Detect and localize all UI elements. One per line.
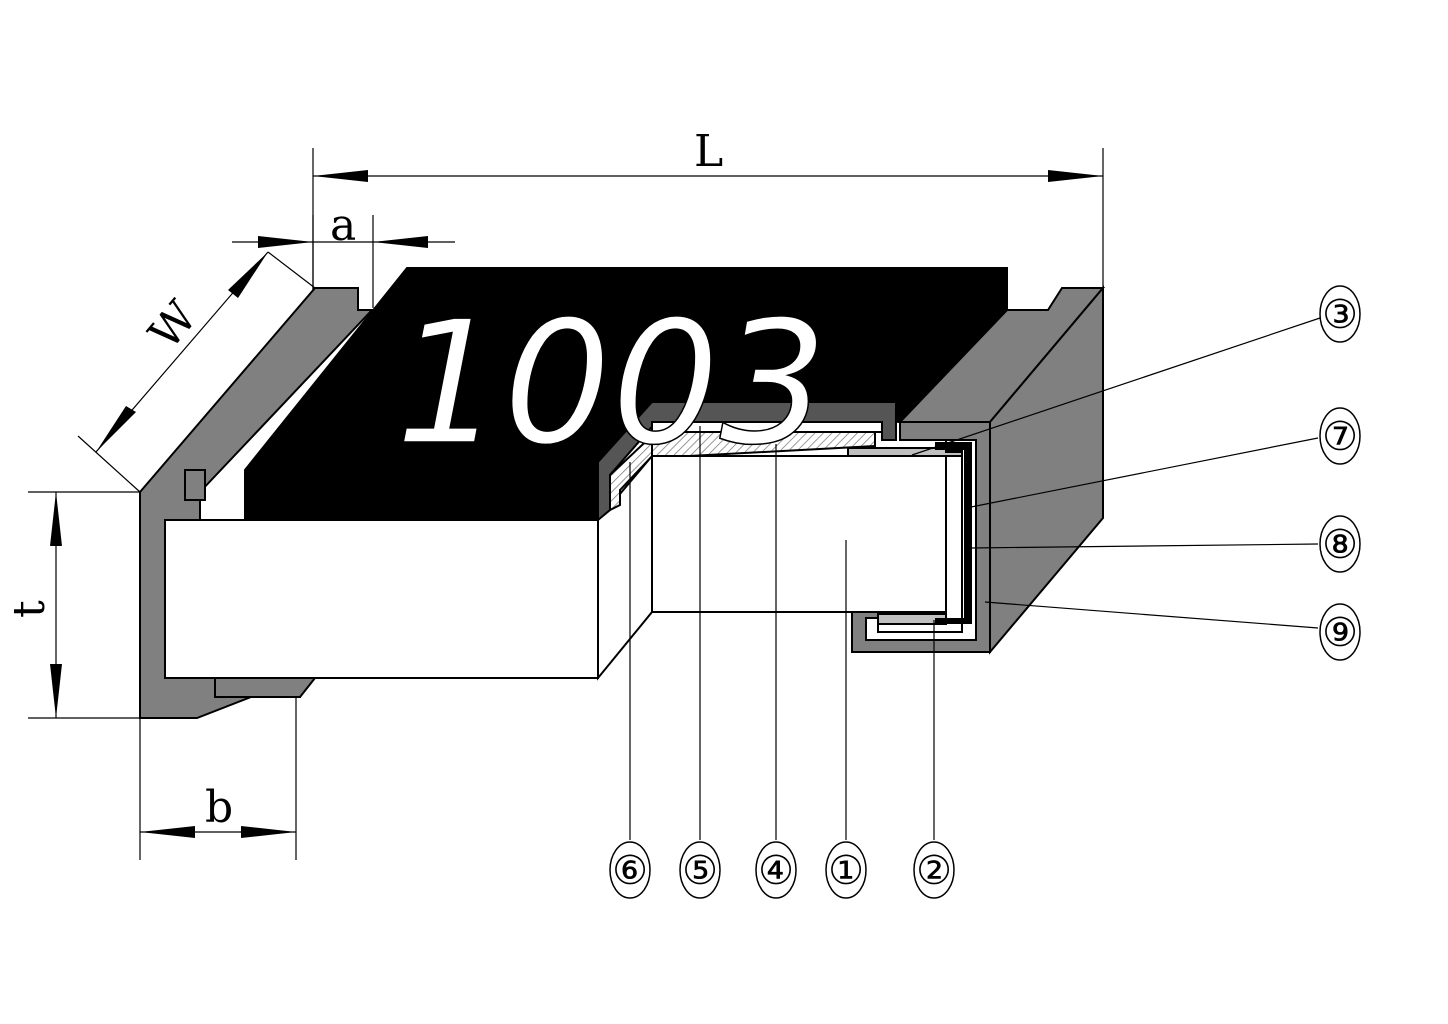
callout-1-label: ① (828, 848, 864, 894)
callout-6-label: ⑥ (612, 848, 648, 894)
callout-5: ⑤ (679, 841, 721, 899)
dimension-b-label: b (205, 782, 233, 833)
dimension-t-label: t (4, 600, 55, 618)
callout-6: ⑥ (609, 841, 651, 899)
callout-4: ④ (755, 841, 797, 899)
leader-3 (911, 317, 1321, 456)
leader-7 (965, 437, 1319, 509)
callout-9-label: ⑨ (1322, 610, 1358, 656)
callout-7-label: ⑦ (1322, 414, 1358, 460)
substrate-front-left (164, 519, 599, 679)
callout-1: ① (825, 841, 867, 899)
callout-2-label: ② (916, 848, 952, 894)
callout-4-label: ④ (758, 848, 794, 894)
barrier-layer (935, 442, 972, 624)
layer-5-coat (651, 421, 883, 433)
callout-5-label: ⑤ (682, 848, 718, 894)
dimension-L: L (312, 126, 1104, 290)
leader-8 (969, 543, 1319, 549)
callout-7: ⑦ (1319, 407, 1361, 465)
callout-2: ② (913, 841, 955, 899)
dimension-t: t (4, 491, 140, 719)
callout-3-label: ③ (1322, 292, 1358, 338)
left-electrode-step (184, 469, 206, 501)
left-bottom-electrode (214, 677, 318, 698)
callout-3: ③ (1319, 285, 1361, 343)
dimension-b: b (139, 697, 297, 860)
resistor-marking: 1003 (395, 285, 828, 483)
callout-9: ⑨ (1319, 603, 1361, 661)
callout-8: ⑧ (1319, 515, 1361, 573)
callout-8-label: ⑧ (1322, 522, 1358, 568)
leader-9 (984, 601, 1319, 629)
dimension-a: a (232, 200, 455, 308)
dimension-a-label: a (330, 200, 356, 251)
dimension-L-label: L (694, 126, 723, 177)
right-terminal-side (989, 285, 1104, 655)
dimension-W-label: W (139, 291, 208, 359)
